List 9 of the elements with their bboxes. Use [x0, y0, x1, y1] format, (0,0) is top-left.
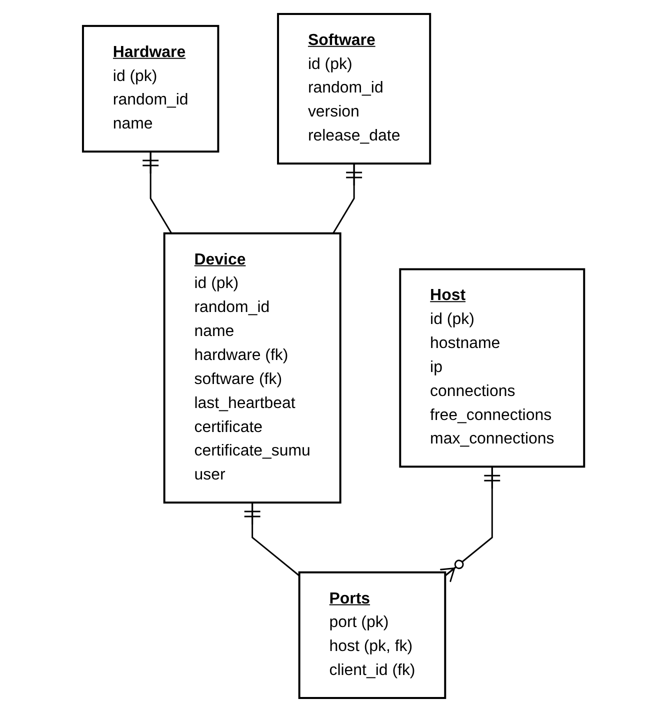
- entity-box: Hardware id (pk) random_id name: [82, 24, 220, 152]
- entity-box: Software id (pk) random_id version release_date: [277, 12, 432, 164]
- relationship-line: [142, 150, 173, 234]
- entity-box: Ports port (pk) host (pk, fk) client_id (fk): [298, 570, 447, 698]
- entity-box: Host id (pk) hostname ip connections free_connections max_connections: [400, 268, 586, 468]
- entity-box: Device id (pk) random_id name hardware (fk) software (fk) last_heartbeat certificate certificate_sumu user: [164, 232, 342, 504]
- relationship-line: [332, 162, 364, 234]
- relationship-line: [244, 501, 300, 576]
- relationship-line: [440, 465, 502, 582]
